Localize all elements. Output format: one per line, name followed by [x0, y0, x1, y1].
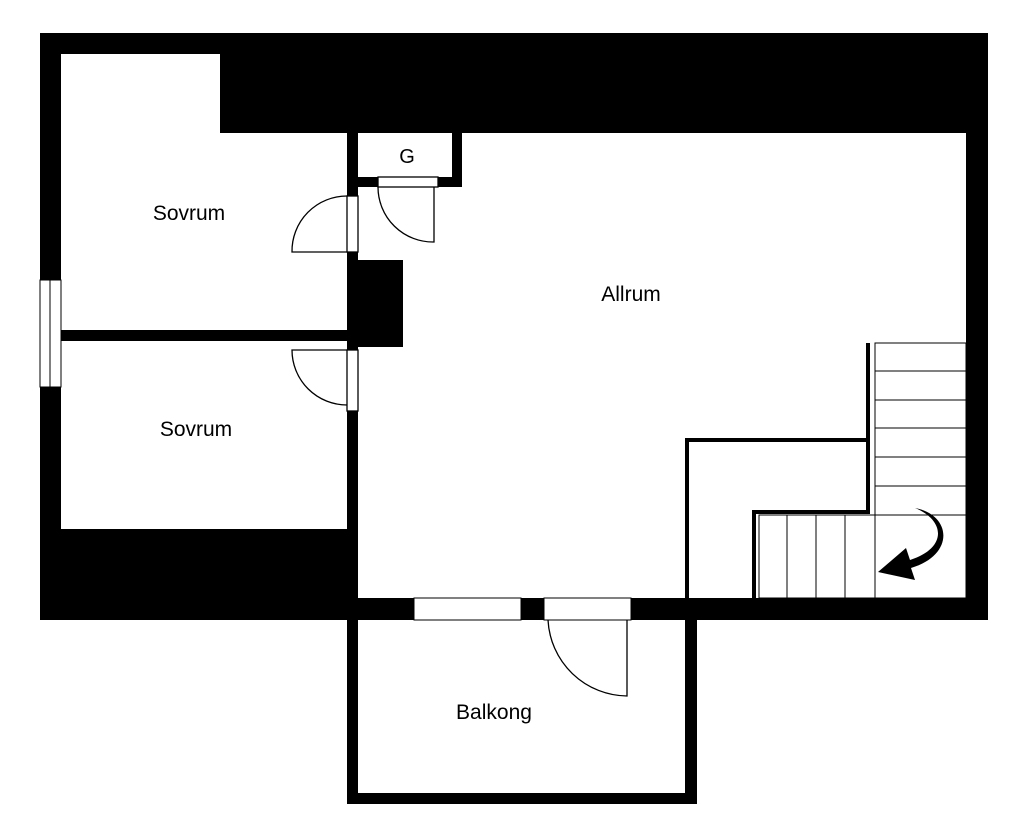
room-label-closet: G — [399, 146, 415, 168]
curved-arrow-icon — [878, 508, 944, 580]
stairs — [758, 342, 967, 599]
window-front-2 — [543, 597, 632, 621]
stair-wall-vertical — [685, 438, 689, 600]
bedroom-top-floor — [61, 54, 220, 134]
stair-wall-inner-vertical — [866, 343, 870, 513]
room-label-bedroom-top: Sovrum — [153, 202, 225, 225]
closet-floor — [358, 133, 452, 177]
shaft-block — [347, 260, 403, 347]
living-room-floor — [462, 133, 966, 598]
door-swing-balcony — [547, 619, 628, 697]
room-label-bedroom-bottom: Sovrum — [160, 418, 232, 441]
stairs-lower-run — [758, 514, 967, 599]
stair-wall-inner-horizontal — [752, 510, 870, 514]
door-swing-bedroom-top — [291, 195, 348, 253]
doors — [291, 176, 628, 697]
stair-wall-left — [752, 510, 756, 600]
door-frame-bedroom-bottom — [346, 349, 359, 412]
floor-areas — [61, 54, 966, 793]
balcony-floor — [358, 620, 685, 793]
window-front-1 — [413, 597, 522, 621]
bedroom-top-floor-main — [61, 133, 347, 330]
closet-wall-right — [452, 133, 462, 187]
door-frame-closet — [377, 176, 439, 188]
door-swing-closet — [377, 186, 435, 243]
room-labels: Sovrum Sovrum Allrum Balkong G — [153, 146, 661, 724]
stair-wall-horizontal — [685, 438, 869, 442]
door-swing-bedroom-bottom — [291, 349, 348, 406]
door-frame-bedroom-top — [346, 195, 359, 253]
windows — [39, 279, 632, 621]
room-label-living-room: Allrum — [601, 283, 661, 306]
living-room-floor-left-upper — [403, 177, 473, 347]
room-label-balcony: Balkong — [456, 701, 532, 724]
bedroom-bottom-floor — [61, 341, 347, 529]
wall-between-bedrooms — [61, 330, 347, 341]
